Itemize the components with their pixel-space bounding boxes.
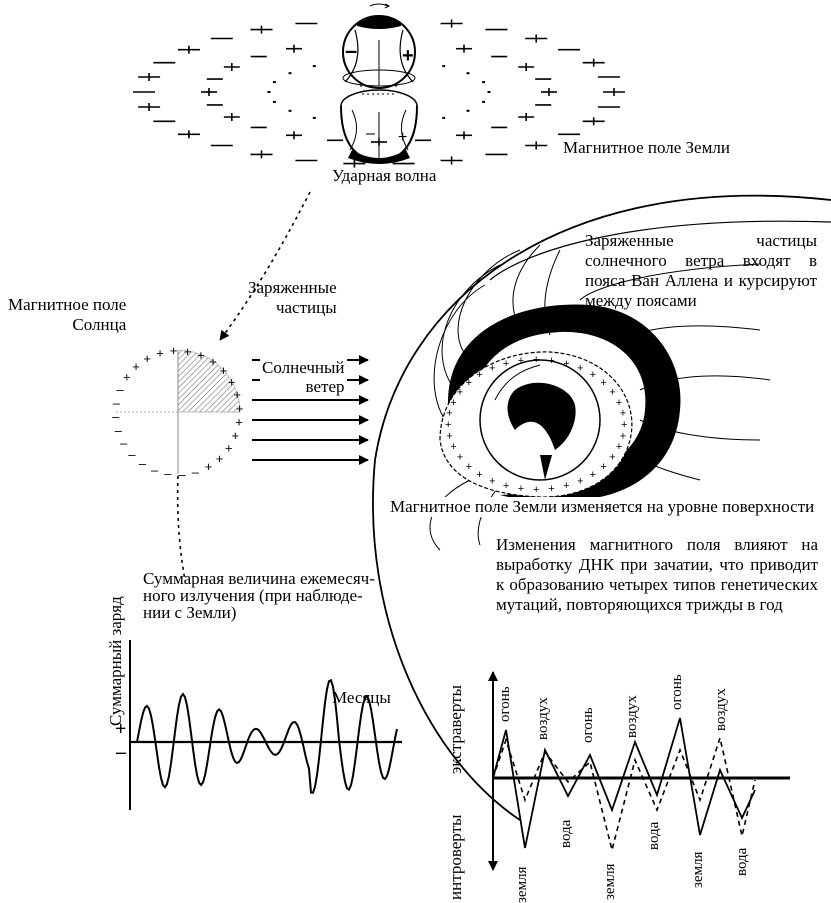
belt-plus-sign: + xyxy=(620,408,626,420)
belt-plus-sign: + xyxy=(518,355,524,367)
label-sun-magnetic-field: Магнитное поле Солнца xyxy=(8,295,126,335)
belt-plus-sign: + xyxy=(489,475,495,487)
belt-plus-sign: + xyxy=(590,369,596,381)
label-solar-wind: Солнечный ветер xyxy=(260,358,347,396)
label-surface-change: Магнитное поле Земли изменяется на уровн… xyxy=(390,497,818,517)
belt-plus-sign: + xyxy=(548,355,554,367)
belt-plus-sign: + xyxy=(503,480,509,492)
belt-plus-sign: + xyxy=(563,480,569,492)
dotted-connector-sun-to-chart xyxy=(178,476,185,580)
sun-minus-sign: – xyxy=(115,423,123,438)
belt-plus-sign: + xyxy=(563,358,569,370)
sun-minus-sign: – xyxy=(192,464,200,479)
belt-plus-sign: + xyxy=(466,377,472,389)
belt-plus-sign: + xyxy=(621,419,627,431)
temperament-introverts-label: интроверты xyxy=(446,815,466,900)
charge-chart-minus: – xyxy=(116,742,126,762)
sun-plus-sign: + xyxy=(225,440,233,455)
belt-plus-sign: + xyxy=(450,397,456,409)
sun-plus-sign: + xyxy=(236,401,244,416)
temperament-bottom-word: земля xyxy=(690,852,707,888)
belt-plus-sign: + xyxy=(457,452,463,464)
sun-plus-sign: + xyxy=(143,351,151,366)
sun-plus-sign: + xyxy=(216,451,224,466)
label-charged-particles: Заряженные частицы xyxy=(248,278,337,318)
belt-plus-sign: + xyxy=(489,363,495,375)
label-earth-magnetic-field: Магнитное поле Земли xyxy=(563,138,730,158)
belt-plus-sign: + xyxy=(609,387,615,399)
sun-plus-sign: + xyxy=(123,370,131,385)
sun-plus-sign: + xyxy=(220,363,228,378)
label-dna-mutations: Изменения магнитного поля влияют на выра… xyxy=(496,535,818,615)
label-shock-wave: Ударная волна xyxy=(332,166,436,186)
belt-plus-sign: + xyxy=(577,363,583,375)
sun-plus-sign: + xyxy=(132,359,140,374)
charge-chart-ylabel: Суммарный заряд xyxy=(106,596,126,726)
belt-plus-sign: + xyxy=(503,358,509,370)
temperament-extroverts-label: экстраверты xyxy=(446,685,466,774)
sun-plus-sign: + xyxy=(156,346,164,361)
charge-chart xyxy=(130,640,402,810)
temperament-top-word: воздух xyxy=(624,695,641,738)
globe-minus-sign: – xyxy=(345,38,357,63)
belt-plus-sign: + xyxy=(600,461,606,473)
belt-plus-sign: + xyxy=(609,452,615,464)
sun-plus-sign: + xyxy=(205,459,213,474)
temperament-bottom-word: земля xyxy=(514,867,531,903)
sun-minus-sign: – xyxy=(178,467,186,482)
belt-plus-sign: + xyxy=(518,483,524,495)
belt-plus-sign: + xyxy=(533,354,539,366)
belt-plus-sign: + xyxy=(466,461,472,473)
sun-minus-sign: – xyxy=(164,466,172,481)
belt-plus-sign: + xyxy=(476,369,482,381)
sun-plus-sign: + xyxy=(197,348,205,363)
belt-plus-sign: + xyxy=(600,377,606,389)
temperament-bottom-word: земля xyxy=(602,864,619,900)
belt-plus-sign: + xyxy=(533,484,539,496)
belt-plus-sign: + xyxy=(446,430,452,442)
belt-plus-sign: + xyxy=(446,408,452,420)
label-monthly-radiation: Суммарная величина ежемесяч- ного излуче… xyxy=(143,570,375,621)
temperament-bottom-word: вода xyxy=(734,848,751,876)
sun-minus-sign: – xyxy=(112,409,120,424)
sun-minus-sign: – xyxy=(151,463,159,478)
belt-plus-sign: + xyxy=(457,387,463,399)
charge-chart-months-label: Месяцы xyxy=(332,688,391,708)
belt-plus-sign: + xyxy=(548,483,554,495)
belt-plus-sign: + xyxy=(445,419,451,431)
sun-minus-sign: – xyxy=(120,436,128,451)
temperament-top-word: воздух xyxy=(535,697,552,740)
temperament-top-word: огонь xyxy=(497,686,514,722)
globe-lower-plus: + xyxy=(398,129,407,146)
sun-minus-sign: – xyxy=(113,395,121,410)
temperament-bottom-word: вода xyxy=(558,820,575,848)
temperament-top-word: огонь xyxy=(669,674,686,710)
globe-lower-minus: – xyxy=(366,125,375,142)
label-van-allen: Заряженные частицы солнечного ветра вход… xyxy=(585,231,817,311)
globe-plus-sign: + xyxy=(402,45,414,67)
temperament-dashed-line xyxy=(493,738,755,850)
temperament-top-word: воздух xyxy=(713,688,730,731)
belt-plus-sign: + xyxy=(450,441,456,453)
sun-plus-sign: + xyxy=(184,344,192,359)
sun-minus-sign: – xyxy=(139,456,147,471)
belt-plus-sign: + xyxy=(476,469,482,481)
earth-top-illustration: + – + – xyxy=(133,4,625,168)
sun-minus-sign: – xyxy=(128,447,136,462)
sun-plus-sign: + xyxy=(170,343,178,358)
sun-plus-sign: + xyxy=(232,428,240,443)
charge-chart-plus: + xyxy=(115,719,126,739)
belt-plus-sign: + xyxy=(577,475,583,487)
temperament-bottom-word: вода xyxy=(646,822,663,850)
sun-illustration: –––––––––+++++++++++++++++–– xyxy=(112,343,243,482)
belt-plus-sign: + xyxy=(590,469,596,481)
belt-plus-sign: + xyxy=(616,441,622,453)
sun-plus-sign: + xyxy=(209,354,217,369)
temperament-top-word: огонь xyxy=(580,707,597,743)
